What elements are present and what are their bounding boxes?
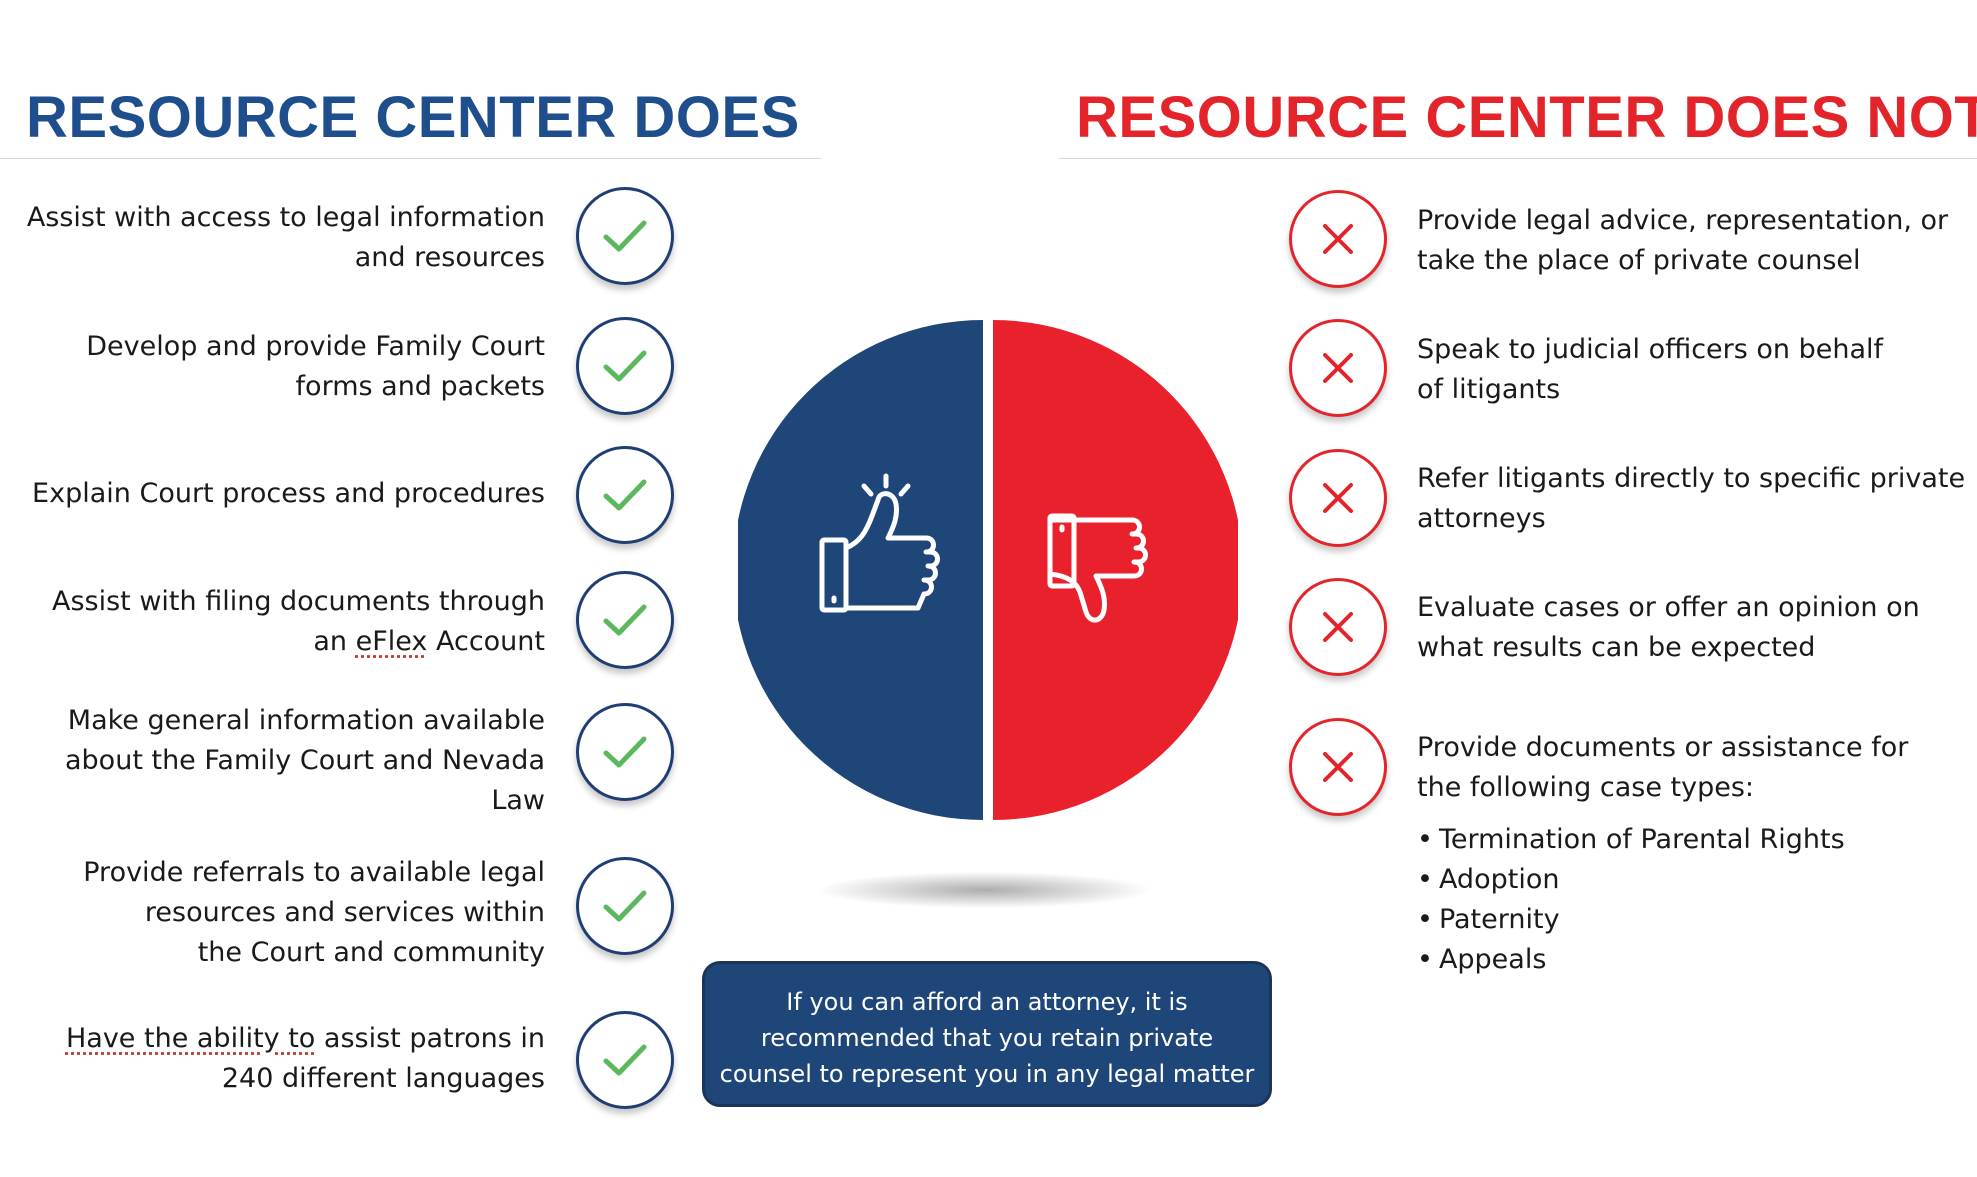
thumbs-up-icon [819,473,940,613]
spellcheck-phrase: Have the ability to [65,1023,316,1054]
pie-right-half [993,320,1238,820]
left-divider [0,158,822,159]
thumbs-pie-graphic [738,320,1238,820]
case-type-item: Paternity [1417,900,1845,940]
check-icon [576,703,674,801]
does-item-3: Explain Court process and procedures [32,478,545,509]
check-icon [576,317,674,415]
does-heading: RESOURCE CENTER DOES [26,85,800,150]
eflex-spellcheck-word: eFlex [355,626,428,657]
check-icon [576,187,674,285]
check-icon [576,571,674,669]
case-types-list: Termination of Parental Rights Adoption … [1417,820,1845,980]
does-not-item-1: Provide legal advice, representation, or… [1417,205,1949,276]
case-type-item: Termination of Parental Rights [1417,820,1845,860]
check-icon [576,1011,674,1109]
x-icon [1289,449,1387,547]
x-icon [1289,578,1387,676]
does-not-heading: RESOURCE CENTER DOES NOT [1076,85,1977,150]
check-icon [576,446,674,544]
pie-left-half [738,320,983,820]
case-type-item: Appeals [1417,940,1845,980]
x-icon [1289,718,1387,816]
does-not-item-3: Refer litigants directly to specific pri… [1417,463,1966,534]
right-divider [1058,158,1977,159]
case-type-item: Adoption [1417,860,1845,900]
check-icon [576,857,674,955]
pie-shadow [820,872,1150,908]
x-icon [1289,190,1387,288]
thumbs-down-icon [1047,513,1148,623]
x-icon [1289,319,1387,417]
